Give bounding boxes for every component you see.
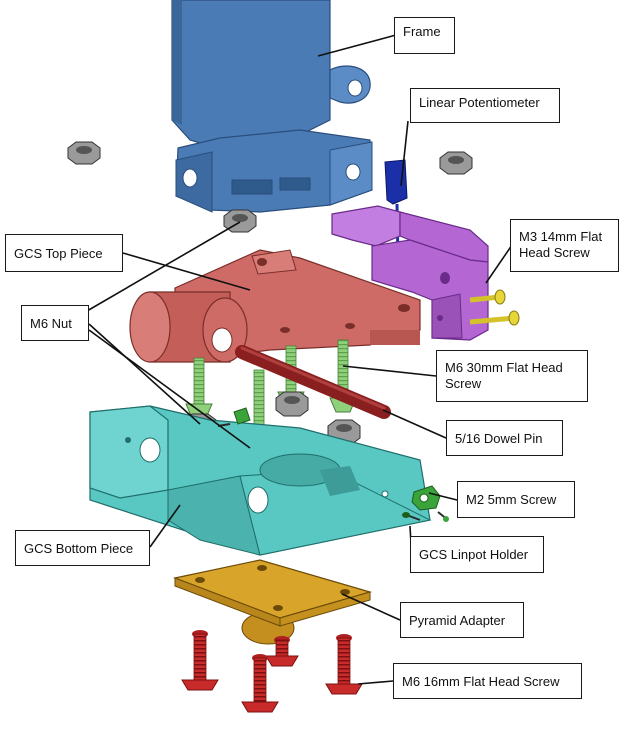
m6-nut-part xyxy=(439,151,473,175)
m6-16mm-screw-part xyxy=(265,636,299,667)
m3-screw-part xyxy=(469,289,506,305)
label-frame: Frame xyxy=(394,17,455,54)
gcs-bottom-piece-part xyxy=(89,405,432,556)
gcs-top-piece-part xyxy=(129,249,421,363)
label-linear-potentiometer: Linear Potentiometer xyxy=(410,88,560,123)
m6-16mm-screw-part xyxy=(241,654,279,713)
label-m2-5mm-screw: M2 5mm Screw xyxy=(457,481,575,518)
label-m6-nut: M6 Nut xyxy=(21,305,89,341)
m6-nut-part xyxy=(67,141,101,165)
label-pyramid-adapter: Pyramid Adapter xyxy=(400,602,524,638)
m6-30mm-screw-part xyxy=(185,357,213,419)
label-m6-30mm-flat-head-screw: M6 30mm Flat Head Screw xyxy=(436,350,588,402)
m6-nut-part xyxy=(275,391,309,417)
linpot-bracket-part xyxy=(331,205,489,341)
label-dowel-pin: 5/16 Dowel Pin xyxy=(446,420,563,456)
m6-16mm-screw-part xyxy=(181,630,219,691)
dowel-pin-part xyxy=(235,345,391,419)
m6-16mm-screw-part xyxy=(325,634,363,695)
label-gcs-bottom-piece: GCS Bottom Piece xyxy=(15,530,150,566)
label-gcs-linpot-holder: GCS Linpot Holder xyxy=(410,536,544,573)
gcs-linpot-holder-part xyxy=(233,407,251,425)
pyramid-adapter-part xyxy=(172,559,373,645)
label-m6-16mm-flat-head-screw: M6 16mm Flat Head Screw xyxy=(393,663,582,699)
label-m3-14mm-flat-head-screw: M3 14mm Flat Head Screw xyxy=(510,219,619,272)
label-gcs-top-piece: GCS Top Piece xyxy=(5,234,123,272)
gcs-linpot-holder-part xyxy=(411,485,441,511)
frame-part xyxy=(171,0,373,213)
m3-screw-part xyxy=(469,310,520,326)
leader-lines xyxy=(86,34,513,685)
